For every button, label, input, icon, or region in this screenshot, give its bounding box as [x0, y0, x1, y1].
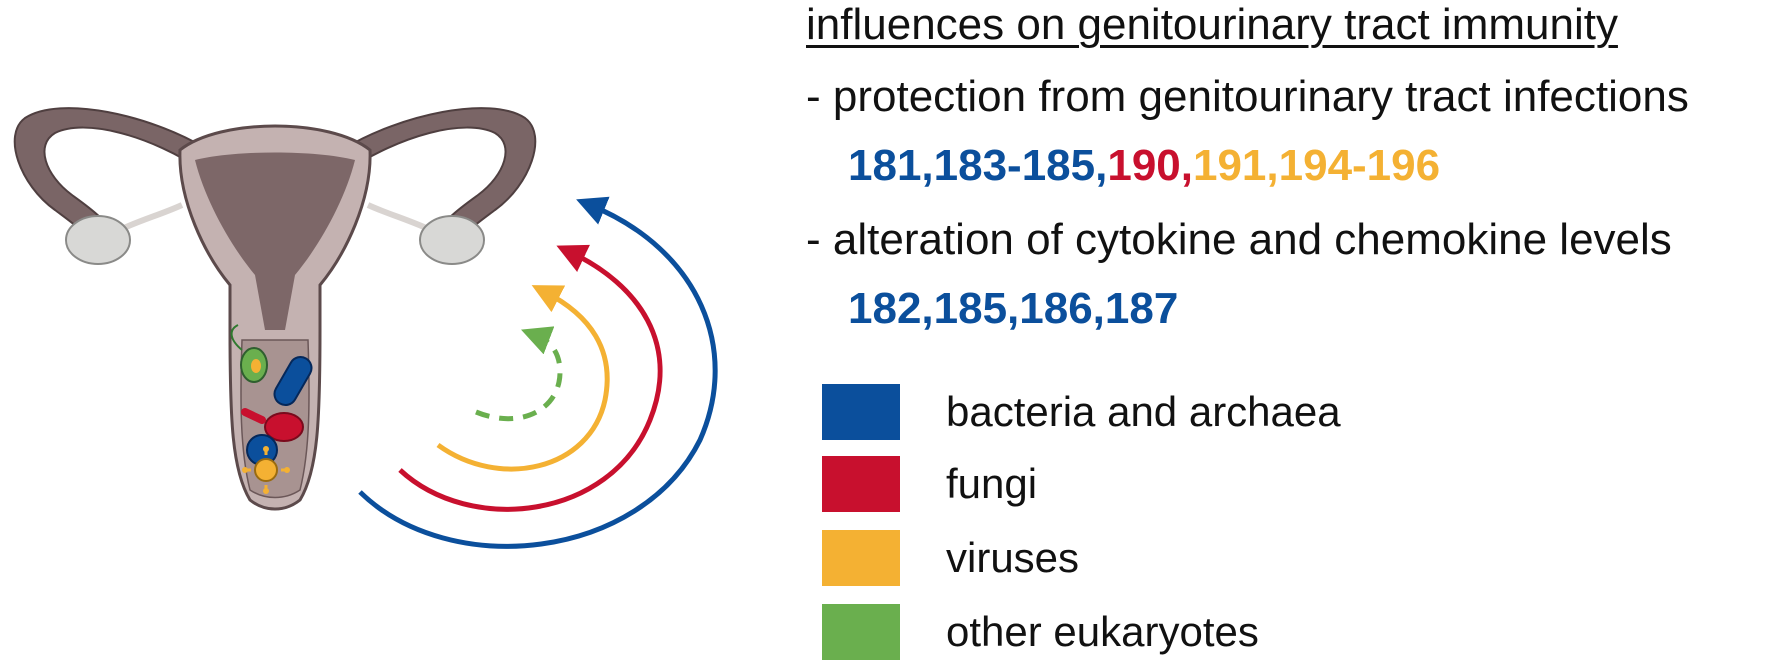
legend-label: bacteria and archaea — [946, 388, 1341, 435]
reference-viruses: 191,194-196 — [1192, 141, 1441, 190]
legend-swatch — [822, 384, 900, 440]
legend-label: viruses — [946, 534, 1080, 581]
reference-bacteria: 181,183-185, — [848, 141, 1108, 190]
reference-bacteria: 182,185,186,187 — [848, 284, 1179, 333]
references-cytokine: 182,185,186,187 — [848, 284, 1178, 334]
legend-label: other eukaryotes — [946, 608, 1259, 655]
legend-swatch — [822, 530, 900, 586]
bacteria-rod-icon — [273, 356, 313, 406]
references-protection: 181,183-185,190,191,194-196 — [848, 141, 1440, 191]
protozoan-icon — [230, 324, 268, 383]
microbes — [230, 324, 313, 494]
arrow-eukaryotes — [475, 326, 563, 422]
arrows — [358, 196, 718, 549]
arrow-viruses — [436, 285, 610, 472]
legend-item-viruses: viruses — [822, 530, 1722, 586]
legend-item-bacteria: bacteria and archaea — [822, 384, 1722, 440]
legend-item-fungi: fungi — [822, 456, 1722, 512]
influence-protection: - protection from genitourinary tract in… — [806, 72, 1689, 121]
legend-label: fungi — [946, 460, 1038, 507]
right-ovary — [419, 215, 485, 265]
legend-item-eukaryotes: other eukaryotes — [822, 604, 1722, 660]
uterine-cavity — [195, 152, 355, 330]
reference-fungi: 190, — [1107, 141, 1193, 190]
legend-swatch — [822, 456, 900, 512]
virus-icon — [242, 446, 290, 494]
diagram-heading: influences on genitourinary tract immuni… — [806, 0, 1618, 49]
arrow-fungi — [398, 244, 663, 512]
arrow-bacteria — [358, 196, 718, 549]
influence-cytokine: - alteration of cytokine and chemokine l… — [806, 215, 1672, 264]
left-ovary — [65, 215, 131, 265]
fungus-icon — [241, 408, 304, 442]
legend-swatch — [822, 604, 900, 660]
